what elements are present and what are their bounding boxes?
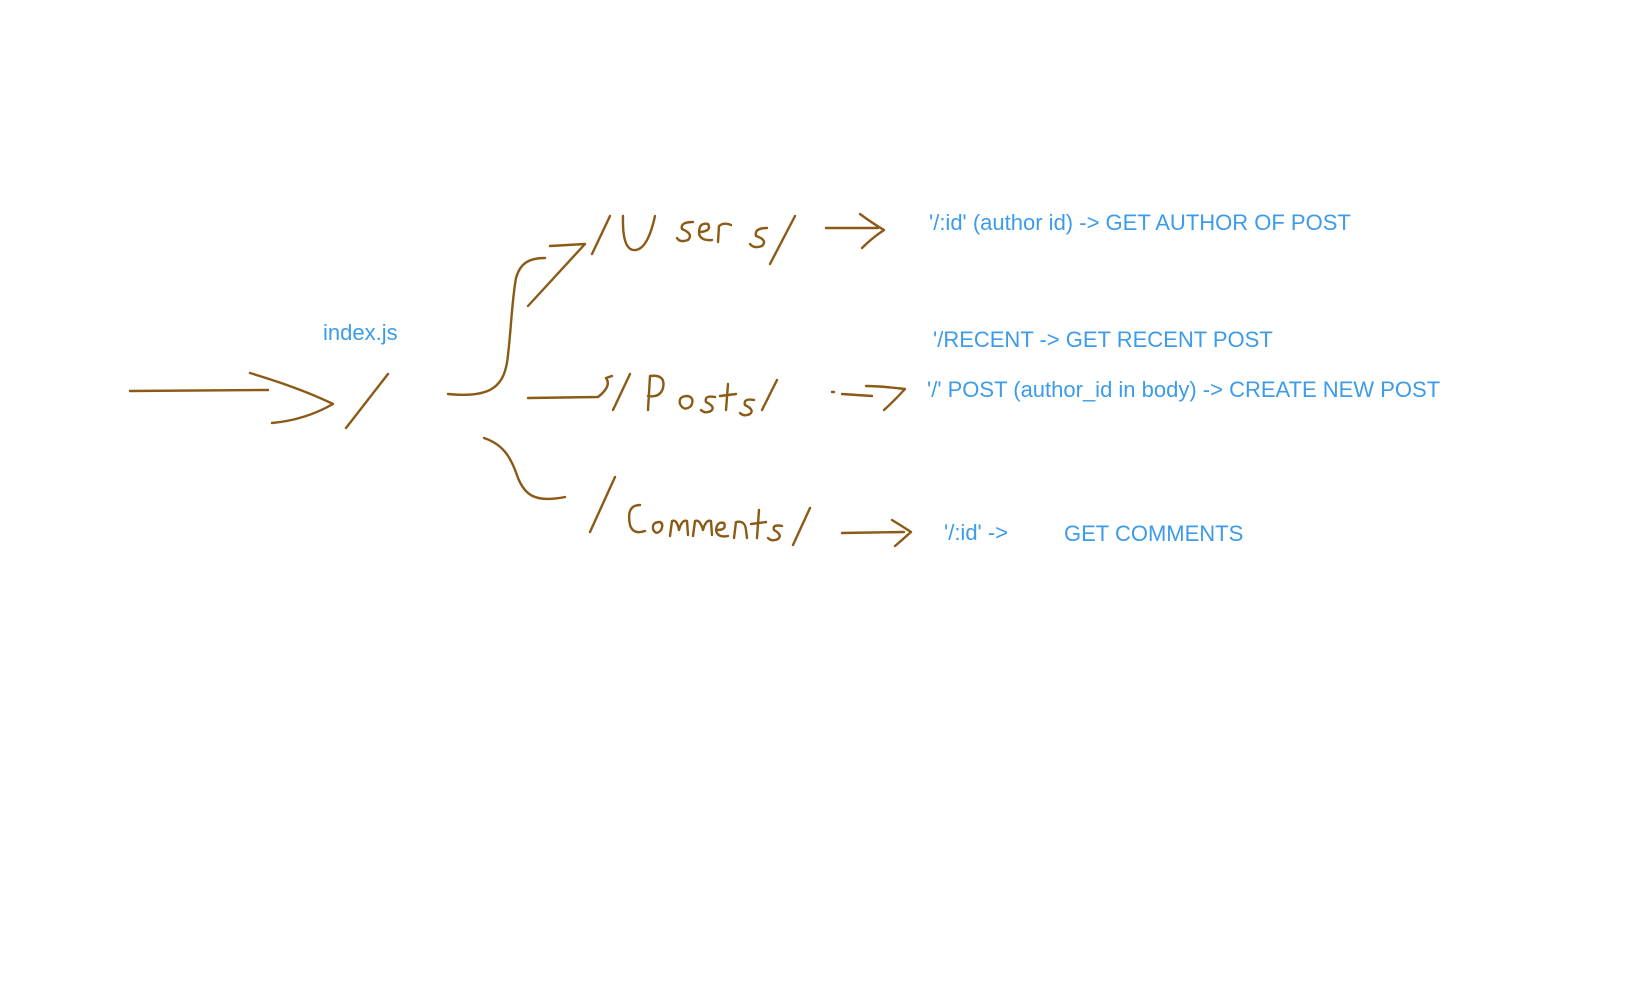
users-handwritten-slash2 (768, 214, 797, 266)
users-branch-line (526, 242, 587, 308)
posts-handwritten-slash2 (760, 378, 779, 412)
posts-endpoint-recent: '/RECENT -> GET RECENT POST (933, 327, 1273, 352)
comments-handwritten-m2 (691, 519, 714, 538)
users-arrow (824, 212, 886, 250)
posts-endpoint-create: '/' POST (author_id in body) -> CREATE N… (927, 377, 1440, 402)
posts-handwritten-slash1 (611, 372, 632, 412)
comments-arrow (840, 518, 913, 548)
index-js-label: index.js (323, 320, 398, 345)
branch-brace-lower (482, 436, 567, 501)
comments-handwritten-n (732, 520, 749, 540)
comments-handwritten-m1 (668, 519, 690, 538)
users-handwritten-r (716, 222, 733, 244)
posts-handwritten-s2 (738, 398, 756, 417)
entry-arrow-shaft (128, 388, 270, 393)
handwritten-ink-layer (128, 212, 913, 548)
posts-arrow (830, 384, 907, 412)
users-handwritten-u (621, 214, 657, 252)
comments-handwritten-slash2 (791, 506, 812, 547)
entry-arrow-head (248, 371, 335, 425)
branch-brace-upper (446, 256, 547, 396)
comments-handwritten-o (651, 520, 664, 534)
comments-endpoint-id: '/:id' -> (944, 520, 1008, 545)
comments-handwritten-c (627, 503, 647, 534)
root-slash (344, 372, 390, 430)
comments-handwritten-s (766, 524, 784, 542)
users-handwritten-slash1 (590, 214, 612, 256)
posts-branch-line (526, 374, 614, 400)
users-handwritten-s2 (748, 226, 769, 249)
users-endpoint-get-author: '/:id' (author id) -> GET AUTHOR OF POST (929, 210, 1351, 235)
posts-handwritten-s1 (699, 395, 717, 414)
comments-handwritten-slash1 (588, 475, 617, 534)
users-handwritten-e (697, 222, 714, 242)
posts-handwritten-p (646, 374, 665, 412)
comments-handwritten-e (714, 521, 730, 538)
users-handwritten-s1 (675, 220, 695, 243)
comments-handwritten-t (749, 508, 768, 540)
posts-handwritten-t (718, 382, 738, 412)
posts-handwritten-o (678, 394, 694, 410)
comments-endpoint-get: GET COMMENTS (1064, 521, 1243, 546)
